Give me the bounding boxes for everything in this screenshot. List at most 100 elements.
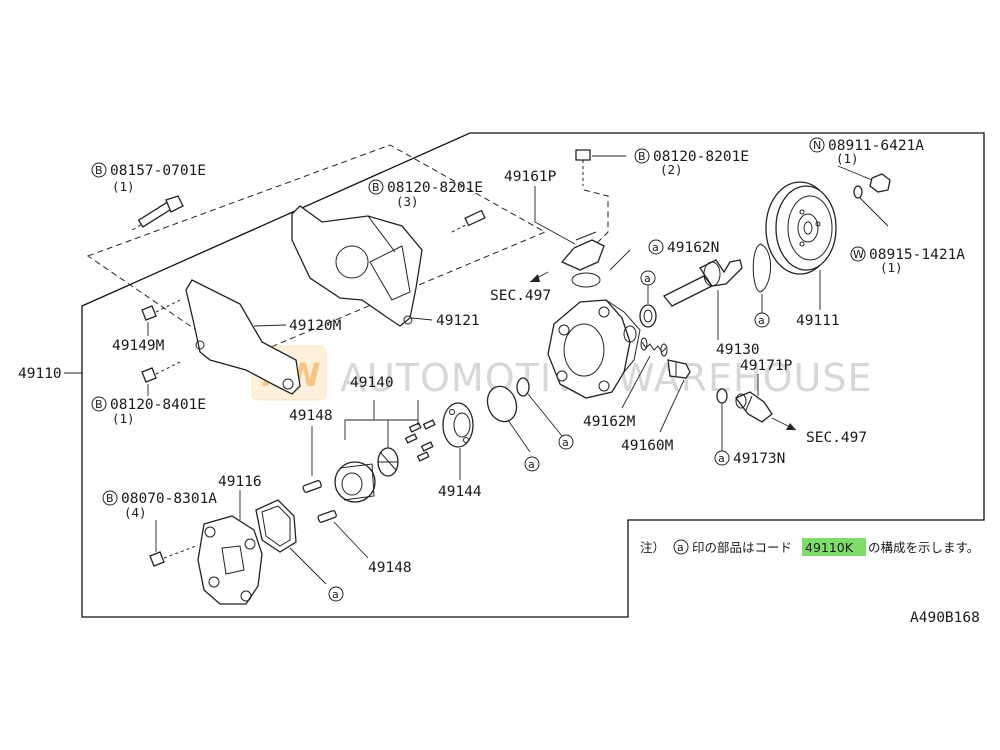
svg-text:08120-8401E: 08120-8401E — [110, 397, 206, 413]
label-49130: 49130 — [716, 342, 760, 358]
pin-49148-upper-part — [302, 480, 322, 493]
svg-text:a: a — [718, 452, 725, 465]
valve-49160M-part — [667, 359, 691, 379]
washer-08915-part — [853, 185, 863, 199]
svg-text:B: B — [95, 398, 103, 411]
svg-text:B: B — [95, 164, 103, 177]
union-49171P-part — [734, 391, 773, 423]
oil-seal-part — [639, 304, 657, 328]
svg-text:(1): (1) — [112, 411, 135, 426]
bolt-08070-part — [149, 545, 197, 567]
callout-nut-08911: N 08911-6421A (1) — [809, 137, 924, 166]
bracket-dashed-outline — [86, 144, 547, 361]
bolt-08157-part — [131, 195, 184, 231]
svg-text:a: a — [332, 588, 339, 601]
label-49121: 49121 — [436, 313, 480, 329]
callout-kit-oring-large: a — [524, 456, 540, 472]
label-49148-upper: 49148 — [289, 408, 333, 424]
note-highlight-bg — [802, 538, 866, 556]
svg-text:49173N: 49173N — [733, 451, 785, 467]
note-highlight: 49110K — [805, 540, 854, 555]
label-49160M: 49160M — [621, 438, 674, 454]
callout-washer-08915: W 08915-1421A (1) — [850, 246, 965, 275]
note-text-before: 印の部品はコード — [692, 540, 792, 555]
note-text-after: の構成を示します。 — [868, 540, 979, 555]
label-49116: 49116 — [218, 474, 262, 490]
footnote: 注） a 印の部品はコード 49110K の構成を示します。 — [640, 538, 979, 556]
svg-text:(1): (1) — [836, 151, 859, 166]
svg-text:B: B — [638, 150, 646, 163]
svg-text:a: a — [652, 241, 659, 254]
rear-cover-49116-part — [197, 515, 263, 605]
callout-bolt-08120-top: B 08120-8201E (2) — [634, 148, 749, 177]
svg-text:a: a — [562, 436, 569, 449]
svg-text:B: B — [106, 492, 114, 505]
callout-bolt-08157: B 08157-0701E (1) — [91, 162, 206, 194]
assembly-frame — [81, 132, 985, 618]
svg-text:(3): (3) — [396, 194, 419, 209]
callout-49173N: a 49173N — [714, 450, 785, 467]
sec-label-right: SEC.497 — [806, 430, 867, 446]
svg-text:08120-8201E: 08120-8201E — [653, 149, 749, 165]
sec-label-left: SEC.497 — [490, 288, 551, 304]
leader-49162N — [609, 249, 631, 271]
svg-text:B: B — [372, 181, 380, 194]
label-49111: 49111 — [796, 313, 840, 329]
snap-ring-part — [752, 243, 772, 293]
callout-kit-snapring: a — [754, 312, 770, 328]
bolt-08157-qty: (1) — [112, 179, 135, 194]
label-49171P: 49171P — [740, 358, 793, 374]
bolt-08120-8401-part — [141, 361, 181, 383]
label-49120M: 49120M — [289, 318, 342, 334]
o-ring-49173N-part — [716, 388, 728, 404]
svg-text:a: a — [528, 458, 535, 471]
shaft-49130-part — [662, 259, 743, 307]
svg-text:(1): (1) — [880, 260, 903, 275]
label-49161P: 49161P — [504, 169, 557, 185]
spring-49162M-part — [640, 337, 668, 357]
bolt-08120-bracket-part — [451, 209, 486, 233]
callout-bolt-08070: B 08070-8301A (4) — [102, 490, 217, 520]
rotor-part — [377, 447, 399, 477]
callout-kit-oring-small: a — [558, 434, 574, 450]
note-prefix: 注） — [640, 540, 665, 555]
callout-bolt-08120-8401: B 08120-8401E (1) — [91, 396, 206, 426]
label-49140: 49140 — [350, 375, 394, 391]
svg-text:08911-6421A: 08911-6421A — [828, 138, 924, 154]
callout-kit-seal: a — [640, 270, 656, 286]
svg-text:a: a — [758, 314, 765, 327]
bolt-49149M-part — [141, 299, 181, 321]
svg-text:08070-8301A: 08070-8301A — [121, 491, 217, 507]
svg-text:08915-1421A: 08915-1421A — [869, 247, 965, 263]
callout-kit-gasket: a — [328, 586, 344, 602]
label-49148-lower: 49148 — [368, 560, 412, 576]
label-49162M: 49162M — [583, 414, 636, 430]
svg-text:49162N: 49162N — [667, 240, 719, 256]
pulley-49111-part — [765, 181, 837, 275]
svg-text:a: a — [644, 272, 651, 285]
diagram-code: A490B168 — [910, 610, 980, 626]
arrow-sec497-right — [786, 423, 796, 430]
svg-text:N: N — [813, 139, 821, 152]
svg-text:(2): (2) — [660, 162, 683, 177]
gasket-part — [255, 499, 297, 553]
svg-text:a: a — [677, 541, 684, 554]
fitting-49161P-part — [560, 231, 605, 288]
svg-text:08120-8201E: 08120-8201E — [387, 180, 483, 196]
svg-text:(4): (4) — [124, 505, 147, 520]
callout-49162N: a 49162N — [648, 239, 719, 256]
bolt-08120-top-part — [575, 149, 591, 186]
bracket-49120M-part — [185, 279, 301, 395]
assembly-label: 49110 — [18, 366, 62, 382]
label-49149M: 49149M — [112, 338, 165, 354]
callout-bolt-08120-bracket: B 08120-8201E (3) — [368, 179, 483, 209]
pump-body-part — [547, 299, 641, 399]
vanes-part — [404, 419, 436, 462]
nut-08911-part — [869, 173, 891, 193]
pressure-plate-49144-part — [442, 402, 474, 448]
bracket-49121-part — [291, 205, 423, 327]
leader-49140 — [344, 400, 419, 448]
o-ring-small-part — [516, 377, 530, 397]
pin-49148-lower-part — [317, 510, 337, 523]
